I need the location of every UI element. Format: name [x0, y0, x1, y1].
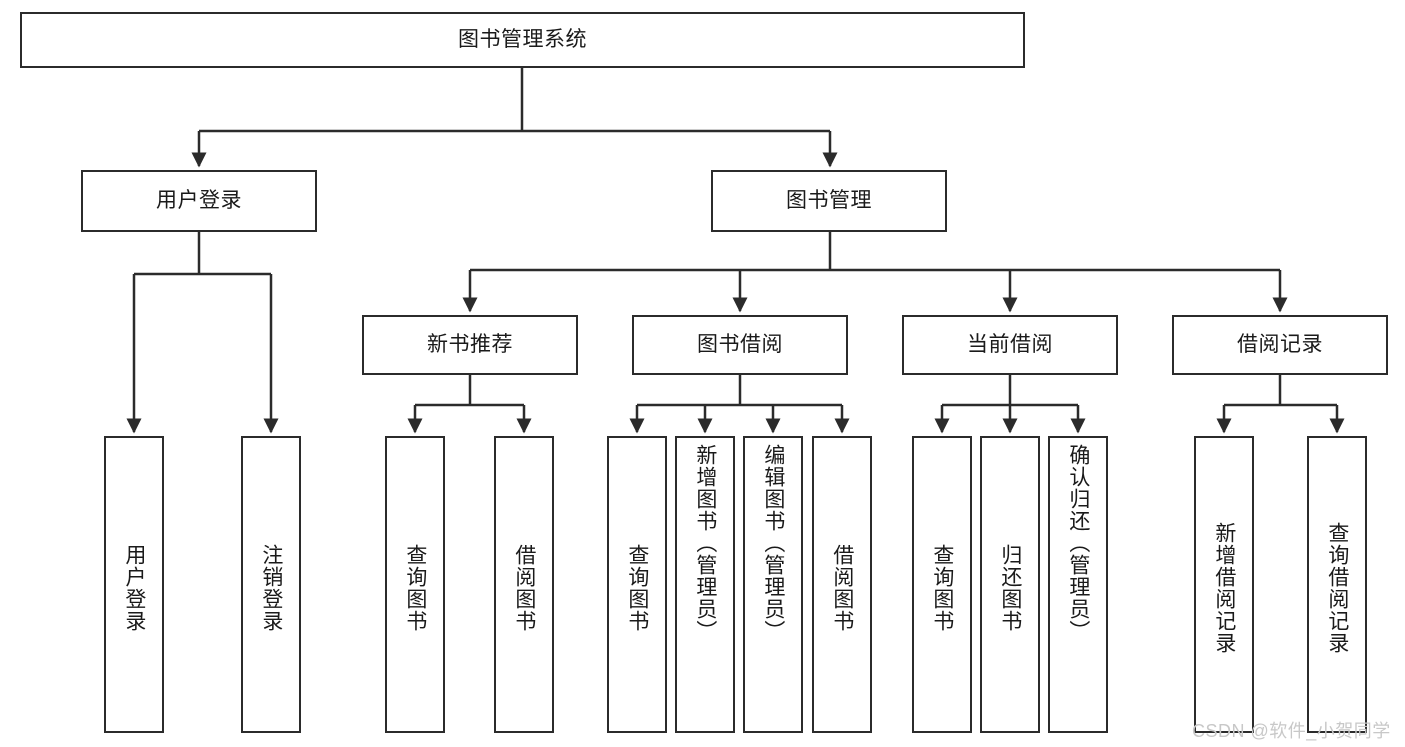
- node-book-management-label: 图书管理: [786, 188, 872, 212]
- leaf-bb-query-book[interactable]: 查询图书: [607, 436, 667, 733]
- leaf-cb-query-book-label: 查询图书: [930, 543, 954, 632]
- leaf-cb-query-book[interactable]: 查询图书: [912, 436, 972, 733]
- node-borrow-record-label: 借阅记录: [1237, 332, 1323, 356]
- node-book-borrow[interactable]: 图书借阅: [632, 315, 848, 375]
- leaf-bb-add-book[interactable]: 新增图书（管理员）: [675, 436, 735, 733]
- leaf-bb-borrow-book-label: 借阅图书: [830, 543, 854, 632]
- node-book-management[interactable]: 图书管理: [711, 170, 947, 232]
- leaf-cb-return-book-label: 归还图书: [998, 543, 1022, 632]
- leaf-bb-query-book-label: 查询图书: [625, 543, 649, 632]
- leaf-cb-return-book[interactable]: 归还图书: [980, 436, 1040, 733]
- leaf-bb-add-book-label: 新增图书（管理员）: [693, 444, 717, 642]
- node-new-book-recommend[interactable]: 新书推荐: [362, 315, 578, 375]
- leaf-cb-confirm-return-label: 确认归还（管理员）: [1066, 444, 1090, 642]
- leaf-bb-edit-book-label: 编辑图书（管理员）: [761, 444, 785, 642]
- leaf-logout-label: 注销登录: [259, 543, 283, 632]
- leaf-nb-borrow-book-label: 借阅图书: [512, 543, 536, 632]
- node-borrow-record[interactable]: 借阅记录: [1172, 315, 1388, 375]
- leaf-user-login[interactable]: 用户登录: [104, 436, 164, 733]
- leaf-br-add-record[interactable]: 新增借阅记录: [1194, 436, 1254, 733]
- node-user-login-label: 用户登录: [156, 188, 242, 212]
- node-current-borrow[interactable]: 当前借阅: [902, 315, 1118, 375]
- node-user-login[interactable]: 用户登录: [81, 170, 317, 232]
- leaf-br-query-record[interactable]: 查询借阅记录: [1307, 436, 1367, 733]
- leaf-nb-query-book[interactable]: 查询图书: [385, 436, 445, 733]
- node-new-book-recommend-label: 新书推荐: [427, 332, 513, 356]
- leaf-cb-confirm-return[interactable]: 确认归还（管理员）: [1048, 436, 1108, 733]
- node-root[interactable]: 图书管理系统: [20, 12, 1025, 68]
- node-book-borrow-label: 图书借阅: [697, 332, 783, 356]
- leaf-nb-query-book-label: 查询图书: [403, 543, 427, 632]
- leaf-bb-borrow-book[interactable]: 借阅图书: [812, 436, 872, 733]
- leaf-br-query-record-label: 查询借阅记录: [1325, 521, 1349, 654]
- node-current-borrow-label: 当前借阅: [967, 332, 1053, 356]
- leaf-br-add-record-label: 新增借阅记录: [1212, 521, 1236, 654]
- leaf-logout[interactable]: 注销登录: [241, 436, 301, 733]
- leaf-user-login-label: 用户登录: [122, 543, 146, 632]
- leaf-nb-borrow-book[interactable]: 借阅图书: [494, 436, 554, 733]
- node-root-label: 图书管理系统: [458, 27, 587, 51]
- leaf-bb-edit-book[interactable]: 编辑图书（管理员）: [743, 436, 803, 733]
